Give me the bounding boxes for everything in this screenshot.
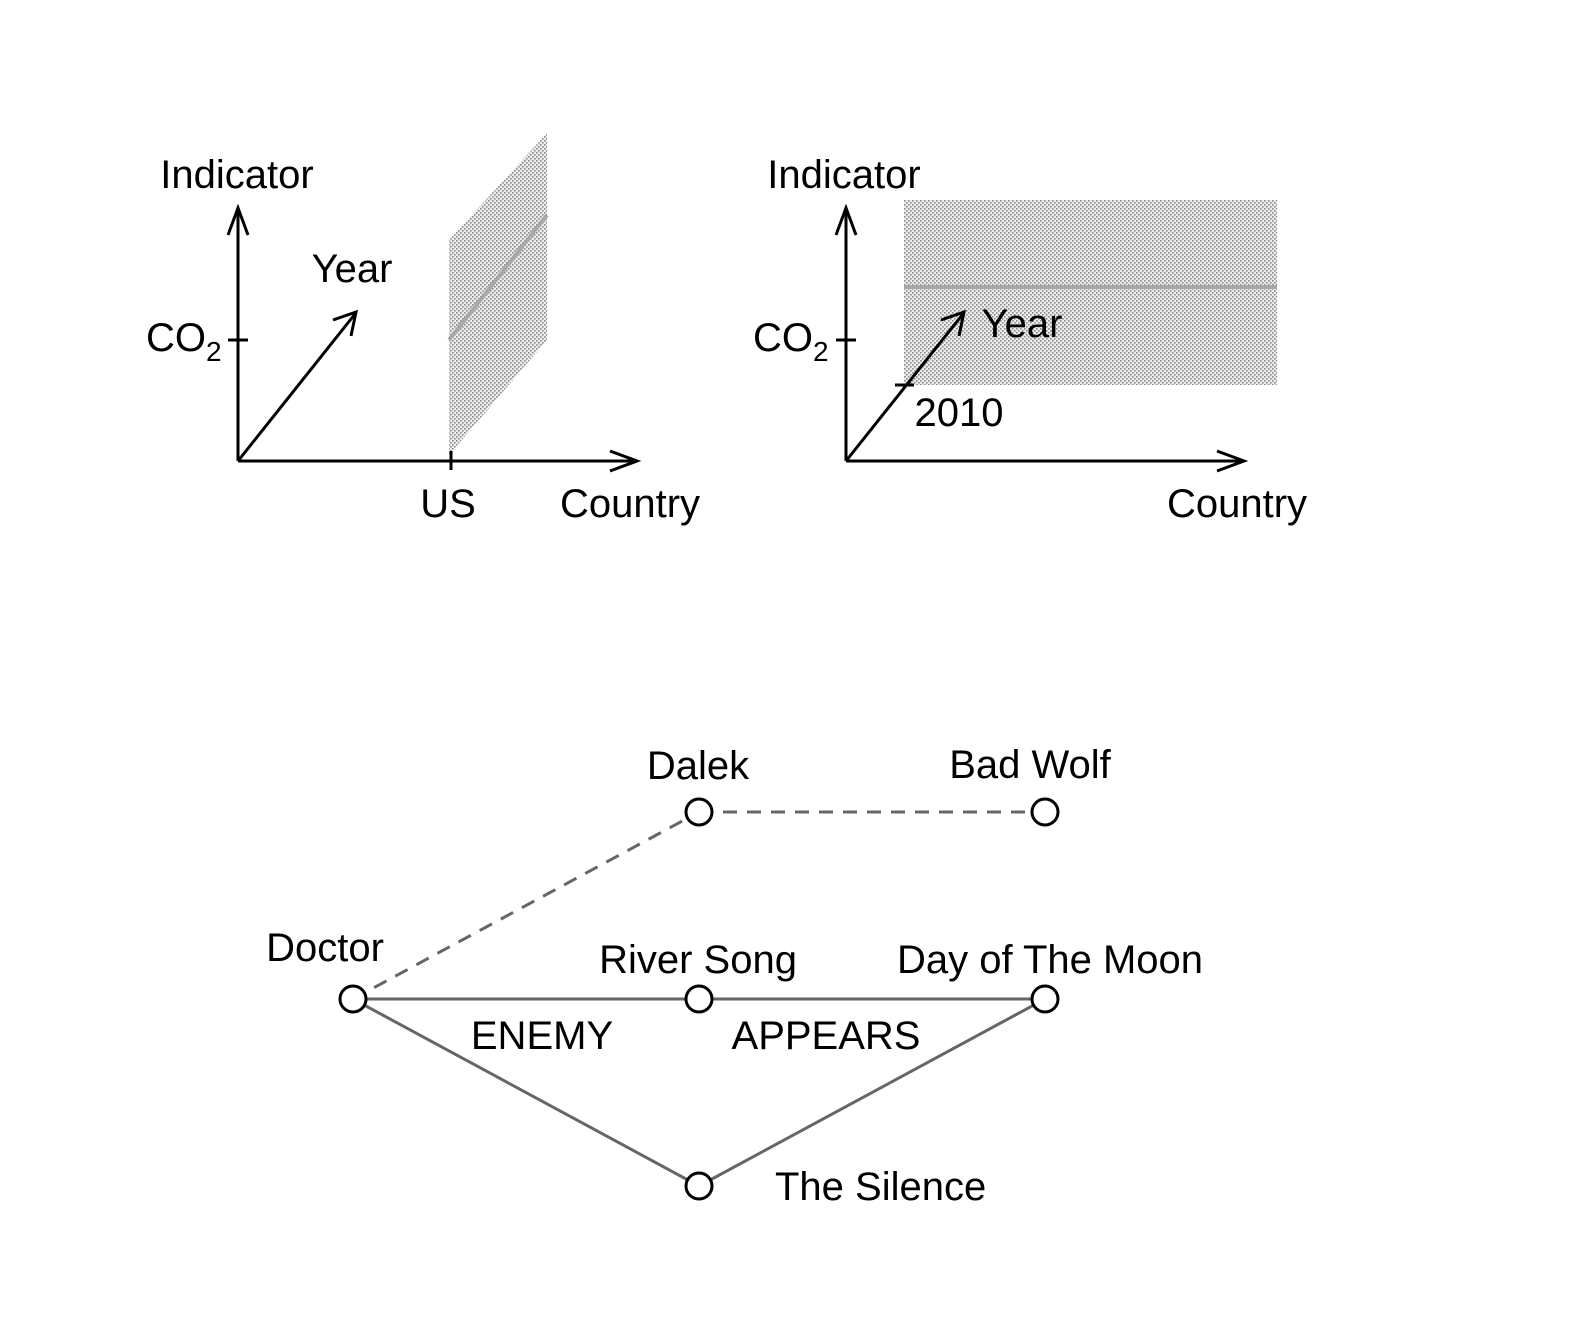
edge-doctor-the-silence [352,997,700,1188]
node-label-river-song: River Song [599,938,797,982]
right-y-tick-label: CO2 [753,316,829,367]
node-river-song [684,984,714,1014]
node-label-doctor: Doctor [266,926,384,970]
edge-label-enemy: ENEMY [471,1014,613,1058]
node-dalek [684,797,714,827]
right-x-axis-label: Country [1167,482,1307,526]
right-y-axis-label: Indicator [767,153,920,197]
right-slice-plane [904,200,1277,385]
node-label-dalek: Dalek [647,744,750,788]
node-label-day-of-the-moon: Day of The Moon [897,938,1203,982]
left-slice-plane [449,133,547,455]
entity-graph: Dalek Bad Wolf Doctor River Song Day of … [266,743,1203,1209]
left-y-arrowhead [226,203,250,236]
left-depth-arrowhead [332,309,359,337]
right-y-tick-label-main: CO [753,316,813,360]
right-y-arrowhead [834,203,858,236]
left-cube: Indicator Year CO2 US Country [146,133,700,526]
edge-doctor-dalek [352,810,700,1001]
left-y-axis-label: Indicator [160,153,313,197]
right-cube: Indicator Year CO2 2010 Country [753,153,1307,526]
right-depth-tick-label: 2010 [915,391,1004,435]
left-depth-axis-label: Year [312,247,393,291]
right-depth-arrowhead [940,309,967,337]
node-label-bad-wolf: Bad Wolf [949,743,1111,787]
left-y-tick-label-sub: 2 [206,336,222,367]
left-x-axis-label: Country [560,482,700,526]
left-slice-line [447,213,549,342]
left-x-arrowhead [609,449,642,473]
node-the-silence [684,1171,714,1201]
left-depth-axis [236,313,357,462]
left-x-tick-label: US [420,482,476,526]
left-y-tick-label-main: CO [146,316,206,360]
right-depth-axis [844,313,965,462]
right-depth-axis-label: Year [982,302,1063,346]
node-label-the-silence: The Silence [775,1165,986,1209]
right-y-tick-label-sub: 2 [813,336,829,367]
left-y-tick-label: CO2 [146,316,222,367]
node-day-of-the-moon [1030,984,1060,1014]
right-x-arrowhead [1216,449,1249,473]
node-doctor [338,984,368,1014]
edge-the-silence-day-of-the-moon [698,997,1046,1188]
edge-label-appears: APPEARS [732,1014,921,1058]
node-bad-wolf [1030,797,1060,827]
